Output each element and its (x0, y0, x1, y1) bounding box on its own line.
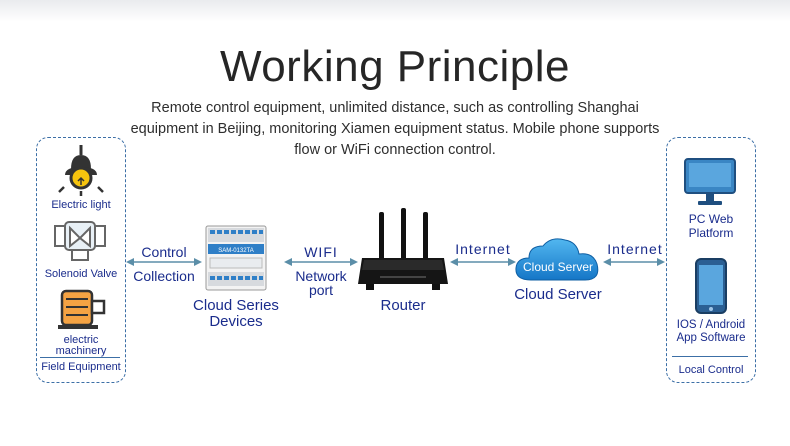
internet-arrow-1 (450, 256, 516, 268)
field-item-label-light: Electric light (51, 199, 111, 211)
cloud-device-label-1: Cloud Series (193, 297, 279, 314)
control-collection-arrow (126, 256, 202, 268)
field-equipment-divider (40, 357, 120, 358)
internet-label-1: Internet (455, 241, 511, 257)
control-label: Control (141, 244, 187, 260)
smartphone-icon (695, 258, 727, 314)
app-label-1: IOS / Android (676, 319, 746, 331)
field-equipment-box (36, 137, 126, 383)
router-label: Router (380, 297, 426, 314)
wifi-label: WIFI (304, 244, 338, 260)
field-item-label-valve: Solenoid Valve (44, 268, 118, 280)
top-bar (0, 0, 790, 22)
port-label: port (308, 282, 334, 298)
field-equipment-footer: Field Equipment (41, 361, 121, 373)
light-bulb-icon (56, 145, 106, 197)
field-item-label-motor-2: machinery (55, 345, 107, 357)
internet-label-2: Internet (607, 241, 663, 257)
internet-arrow-2 (603, 256, 665, 268)
monitor-icon (684, 158, 736, 206)
app-label-2: App Software (676, 332, 746, 344)
cloud-server-label: Cloud Server (514, 286, 602, 303)
din-rail-controller-icon: SAM-0132TA (204, 224, 268, 294)
cloud-device-label-2: Devices (209, 313, 263, 330)
local-control-divider (672, 356, 748, 357)
collection-label: Collection (133, 268, 195, 284)
svg-text:SAM-0132TA: SAM-0132TA (218, 248, 254, 254)
page-subtitle: Remote control equipment, unlimited dist… (130, 100, 660, 158)
motor-icon (56, 287, 108, 331)
pc-label-1: PC Web (688, 212, 734, 226)
local-control-footer: Local Control (678, 364, 744, 376)
wifi-arrow (284, 256, 358, 268)
pc-label-2: Platform (688, 226, 734, 240)
local-control-box (666, 137, 756, 383)
page-title: Working Principle (219, 42, 571, 91)
field-item-label-motor-1: electric (63, 334, 99, 346)
cloud-icon (513, 234, 603, 284)
network-label: Network (295, 268, 347, 284)
router-icon (358, 208, 448, 294)
cloud-inner-label: Cloud Server (522, 260, 594, 274)
solenoid-valve-icon (53, 216, 107, 264)
